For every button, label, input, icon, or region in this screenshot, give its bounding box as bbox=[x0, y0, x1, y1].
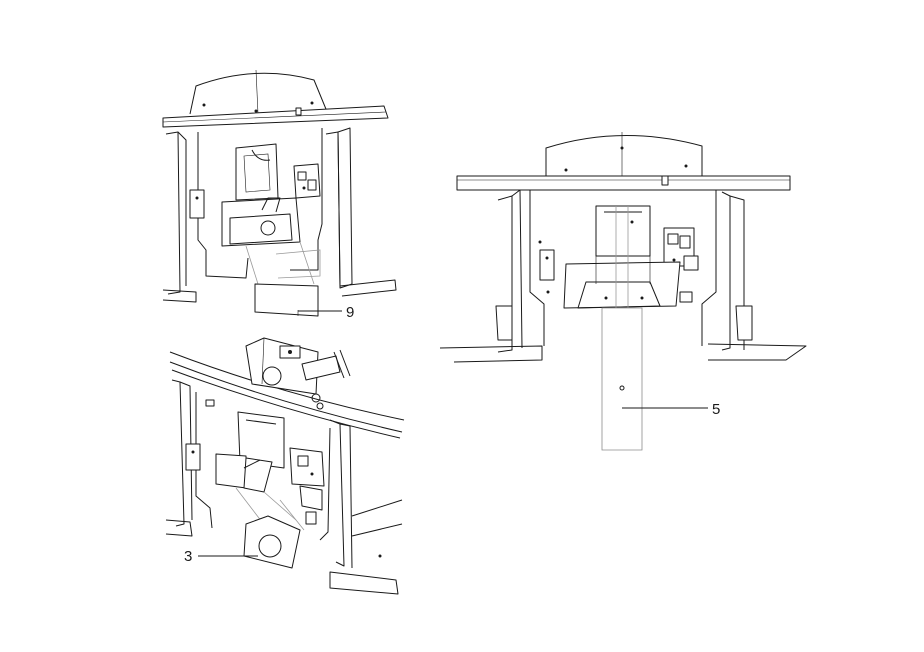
view-bottom-left: 3 bbox=[165, 337, 405, 595]
view-right: 5 bbox=[439, 132, 807, 451]
view-top-left: 9 bbox=[162, 69, 397, 321]
callout-label-5: 5 bbox=[712, 401, 720, 418]
callout-label-9: 9 bbox=[346, 304, 354, 321]
callout-label-3: 3 bbox=[184, 548, 192, 565]
